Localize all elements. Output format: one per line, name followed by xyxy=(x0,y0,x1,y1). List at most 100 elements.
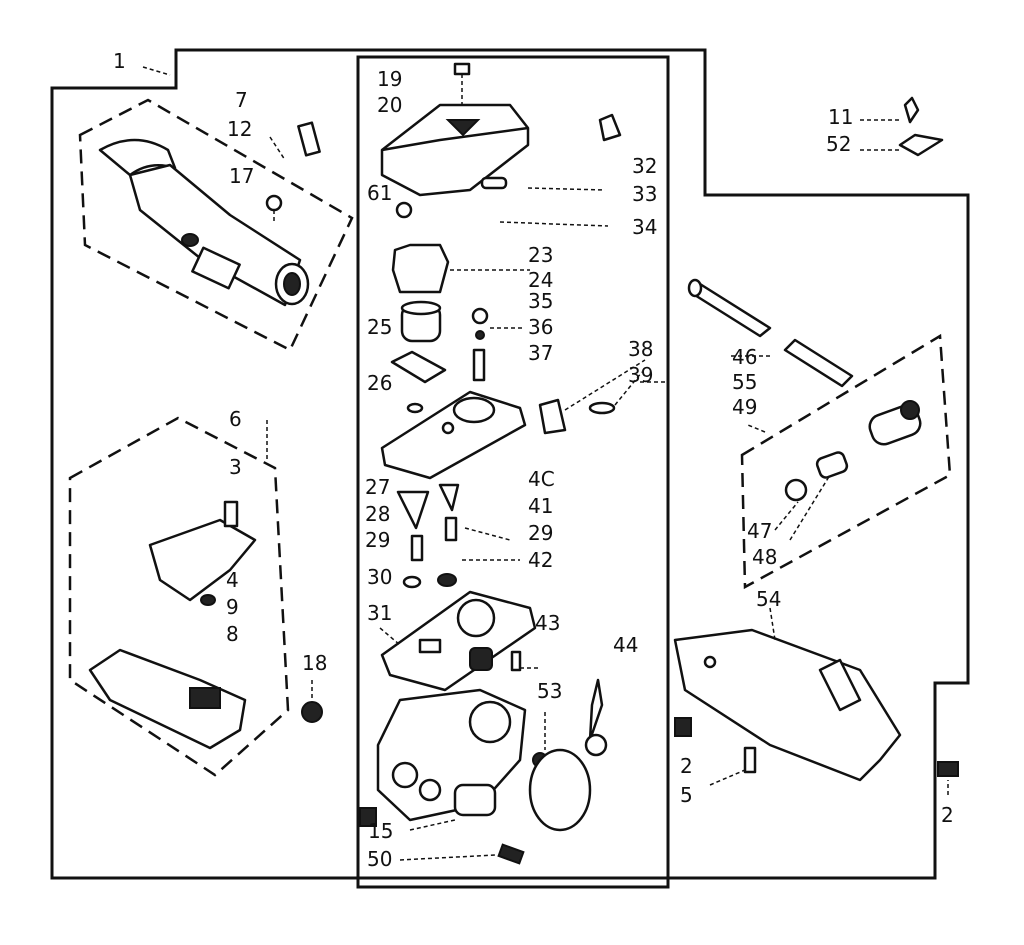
pin-part-61 xyxy=(395,201,413,219)
screw-part-50 xyxy=(497,843,525,865)
callout-29b: 29 xyxy=(528,521,553,545)
knob-part-32 xyxy=(598,113,622,142)
callout-1: 1 xyxy=(113,49,126,73)
coil-part-24 xyxy=(400,300,442,343)
callout-37: 37 xyxy=(528,341,553,365)
callout-36: 36 xyxy=(528,315,553,339)
callout-18: 18 xyxy=(302,651,327,675)
leader-12 xyxy=(269,136,286,161)
callout-2a: 2 xyxy=(680,754,693,778)
pin-part-44 xyxy=(510,650,522,672)
gasket-part-25 xyxy=(390,350,447,384)
callout-5: 5 xyxy=(680,783,693,807)
screw-part-19 xyxy=(453,62,471,105)
top-left-group-frame xyxy=(78,98,354,352)
screw-part-17 xyxy=(265,194,283,222)
callout-49: 49 xyxy=(732,395,757,419)
callout-28: 28 xyxy=(365,502,390,526)
terminal-block-part-8 xyxy=(88,648,247,750)
bracket-part-38 xyxy=(538,398,567,435)
callout-42: 42 xyxy=(528,548,553,572)
callout-11: 11 xyxy=(828,105,853,129)
screw-part-2b xyxy=(937,761,959,777)
callout-9: 9 xyxy=(226,595,239,619)
callout-17: 17 xyxy=(229,164,254,188)
callout-23: 23 xyxy=(528,243,553,267)
switch-part-4 xyxy=(148,518,257,602)
spring-part-43 xyxy=(469,647,493,671)
center-assembly-frame xyxy=(356,55,670,889)
callout-2b: 2 xyxy=(941,803,954,827)
callouts: 1 7 12 17 19 20 61 32 33 34 23 24 35 25 … xyxy=(113,49,954,871)
valve-part-49 xyxy=(868,400,922,446)
screw-part-5 xyxy=(743,746,757,774)
spring-part-37 xyxy=(472,348,486,382)
callout-34: 34 xyxy=(632,215,657,239)
rod-part-46 xyxy=(687,278,772,338)
callout-43: 43 xyxy=(535,611,560,635)
pin-part-7 xyxy=(297,121,321,157)
fitting-part-47 xyxy=(784,478,808,502)
callout-52: 52 xyxy=(826,132,851,156)
right-group-frame xyxy=(740,333,952,590)
washer-part-9 xyxy=(200,594,216,606)
callout-35: 35 xyxy=(528,289,553,313)
callout-7: 7 xyxy=(235,88,248,112)
callout-39: 39 xyxy=(628,363,653,387)
callout-6: 6 xyxy=(229,407,242,431)
washer-part-36 xyxy=(475,330,485,340)
cover-part-20 xyxy=(380,103,530,197)
callout-27: 27 xyxy=(365,475,390,499)
washer-part-30 xyxy=(402,575,422,589)
diaphragm-plate-part-31 xyxy=(380,590,537,692)
clip-part-39 xyxy=(588,401,616,415)
callout-54: 54 xyxy=(756,587,781,611)
washer-part-42 xyxy=(437,573,457,587)
callout-24: 24 xyxy=(528,268,553,292)
clip-part-11 xyxy=(903,96,920,124)
callout-40: 4C xyxy=(528,467,555,491)
valve-part-40 xyxy=(438,483,460,512)
callout-46: 46 xyxy=(732,345,757,369)
callout-48: 48 xyxy=(752,545,777,569)
callout-25: 25 xyxy=(367,315,392,339)
callout-26: 26 xyxy=(367,371,392,395)
pin-part-3 xyxy=(223,500,239,528)
callout-4: 4 xyxy=(226,568,239,592)
callout-12: 12 xyxy=(227,117,252,141)
nut-part-18 xyxy=(301,701,323,723)
spring-part-41 xyxy=(444,516,458,542)
callout-61: 61 xyxy=(367,181,392,205)
screw-part-35 xyxy=(471,307,489,325)
thermocouple-lead xyxy=(528,678,608,832)
callout-41: 41 xyxy=(528,494,553,518)
callout-47: 47 xyxy=(747,519,772,543)
callout-20: 20 xyxy=(377,93,402,117)
callout-38: 38 xyxy=(628,337,653,361)
washer-part-26 xyxy=(406,402,424,414)
callout-44: 44 xyxy=(613,633,638,657)
callout-30: 30 xyxy=(367,565,392,589)
igniter-housing-part xyxy=(98,138,310,307)
clip-part-52 xyxy=(898,133,944,157)
hatch-part-15 xyxy=(359,807,377,827)
callout-53: 53 xyxy=(537,679,562,703)
valve-body-plate xyxy=(380,390,527,480)
left-middle-group-frame xyxy=(68,416,290,777)
callout-29a: 29 xyxy=(365,528,390,552)
spring-part-28 xyxy=(410,534,424,562)
callout-19: 19 xyxy=(377,67,402,91)
tube-part-55 xyxy=(783,338,854,388)
callout-31: 31 xyxy=(367,601,392,625)
callout-8: 8 xyxy=(226,622,239,646)
screw-part-2a xyxy=(674,717,692,737)
clip-part-33 xyxy=(480,176,508,190)
callout-32: 32 xyxy=(632,154,657,178)
gas-valve-body xyxy=(376,688,527,822)
mounting-bracket-part-54 xyxy=(673,628,902,782)
callout-50: 50 xyxy=(367,847,392,871)
bracket-part-23 xyxy=(391,243,450,294)
callout-3: 3 xyxy=(229,455,242,479)
valve-part-27 xyxy=(396,490,430,530)
